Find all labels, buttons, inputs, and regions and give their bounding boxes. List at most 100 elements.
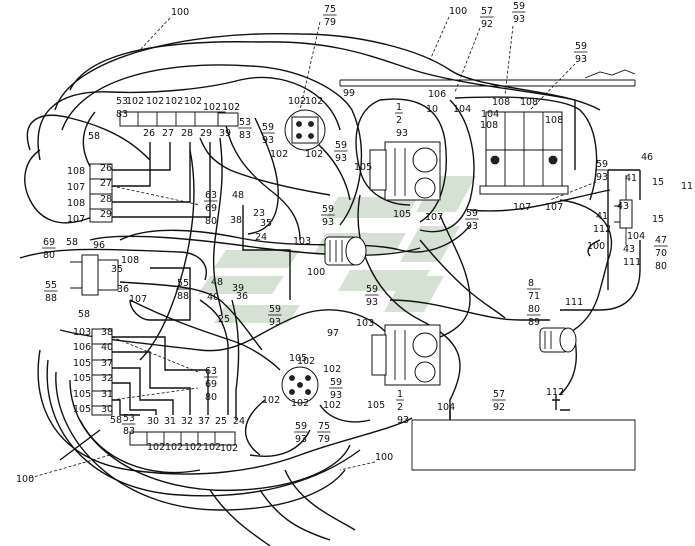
ref-label: 41	[625, 173, 637, 184]
ref-label: 79	[318, 434, 330, 445]
ref-label: 92	[481, 19, 493, 30]
ref-label: 108	[545, 115, 563, 126]
ref-label: 40	[207, 292, 219, 303]
ref-label: 108	[480, 120, 498, 131]
ref-label: 59	[366, 284, 378, 295]
ref-label: 93	[295, 434, 307, 445]
ref-label: 107	[129, 294, 147, 305]
ref-label: 105	[73, 373, 91, 384]
ref-label: 39	[219, 128, 231, 139]
ref-label: 25	[215, 416, 227, 427]
ref-label: 1	[397, 389, 403, 400]
ref-label: 103	[293, 236, 311, 247]
ref-label: 93	[330, 390, 342, 401]
ref-label: 32	[181, 416, 193, 427]
ref-label: 29	[200, 128, 212, 139]
ref-label: 105	[73, 404, 91, 415]
ref-label: 102	[305, 149, 323, 160]
ref-label: 75	[324, 4, 336, 15]
ref-label: 102	[146, 96, 164, 107]
ref-label: 107	[67, 214, 85, 225]
ref-label: 75	[318, 421, 330, 432]
ref-label: 96	[93, 240, 105, 251]
ref-label: 89	[528, 317, 540, 328]
ref-label: 38	[101, 327, 113, 338]
ref-label: 59	[330, 377, 342, 388]
ref-label: 26	[143, 128, 155, 139]
ref-label: 69	[205, 203, 217, 214]
ref-label: 59	[466, 208, 478, 219]
ref-label: 102	[165, 442, 183, 453]
ref-label: 53	[116, 96, 128, 107]
ref-label: 63	[205, 190, 217, 201]
ref-label: 79	[324, 17, 336, 28]
ref-label: 37	[101, 358, 113, 369]
ref-label: 15	[652, 177, 664, 188]
ref-label: 102	[184, 96, 202, 107]
ref-label: 104	[437, 402, 455, 413]
ref-label: 59	[513, 1, 525, 12]
ref-label: 57	[481, 6, 493, 17]
ref-label: 27	[100, 178, 112, 189]
ref-label: 102	[270, 149, 288, 160]
ref-label: 35	[111, 264, 123, 275]
ref-label: 40	[101, 342, 113, 353]
ref-label: 105	[73, 389, 91, 400]
ref-label: 63	[205, 366, 217, 377]
ref-label: 23	[253, 208, 265, 219]
ref-label: 80	[655, 261, 667, 272]
ref-label: 102	[184, 442, 202, 453]
ref-label: 59	[295, 421, 307, 432]
ref-label: 107	[513, 202, 531, 213]
leader-lines	[29, 16, 597, 479]
ref-label: 43	[623, 244, 635, 255]
ref-label: 93	[366, 297, 378, 308]
ref-label: 112	[546, 387, 564, 398]
ref-label: 58	[78, 309, 90, 320]
ref-label: 100	[16, 474, 34, 485]
ref-label: 47	[655, 235, 667, 246]
ref-label: 43	[617, 201, 629, 212]
ref-label: 103	[73, 327, 91, 338]
ref-label: 104	[453, 104, 471, 115]
ref-label: 105	[73, 358, 91, 369]
ref-label: 71	[528, 291, 540, 302]
ref-label: 100	[375, 452, 393, 463]
ref-label: 11	[681, 181, 693, 192]
ref-label: 111	[623, 257, 641, 268]
ref-label: 24	[255, 232, 267, 243]
ref-label: 93	[397, 415, 409, 426]
ref-label: 107	[67, 182, 85, 193]
ref-label: 10	[426, 104, 438, 115]
ref-label: 108	[67, 166, 85, 177]
ref-label: 108	[67, 198, 85, 209]
ref-label: 105	[289, 353, 307, 364]
ref-label: 102	[288, 96, 306, 107]
ref-label: 108	[520, 97, 538, 108]
ref-label: 93	[269, 317, 281, 328]
ref-label: 59	[262, 122, 274, 133]
ref-label: 31	[101, 389, 113, 400]
ref-label: 93	[396, 128, 408, 139]
ref-label: 102	[165, 96, 183, 107]
harness-bundles	[19, 32, 641, 546]
ref-label: 102	[126, 96, 144, 107]
ref-label: 93	[262, 135, 274, 146]
ref-label: 59	[269, 304, 281, 315]
ref-label: 29	[100, 209, 112, 220]
ref-label: 59	[575, 41, 587, 52]
ref-label: 39	[232, 283, 244, 294]
ref-label: 100	[171, 7, 189, 18]
ref-label: 59	[335, 140, 347, 151]
ref-label: 102	[305, 96, 323, 107]
ref-label: 2	[396, 115, 402, 126]
ref-label: 105	[393, 209, 411, 220]
ref-label: 80	[43, 250, 55, 261]
ref-label: 93	[513, 14, 525, 25]
ref-label: 100	[307, 267, 325, 278]
ref-label: 48	[211, 277, 223, 288]
ref-label: 53	[239, 117, 251, 128]
ref-label: 102	[323, 364, 341, 375]
ref-label: 106	[428, 89, 446, 100]
ref-label: 36	[236, 291, 248, 302]
